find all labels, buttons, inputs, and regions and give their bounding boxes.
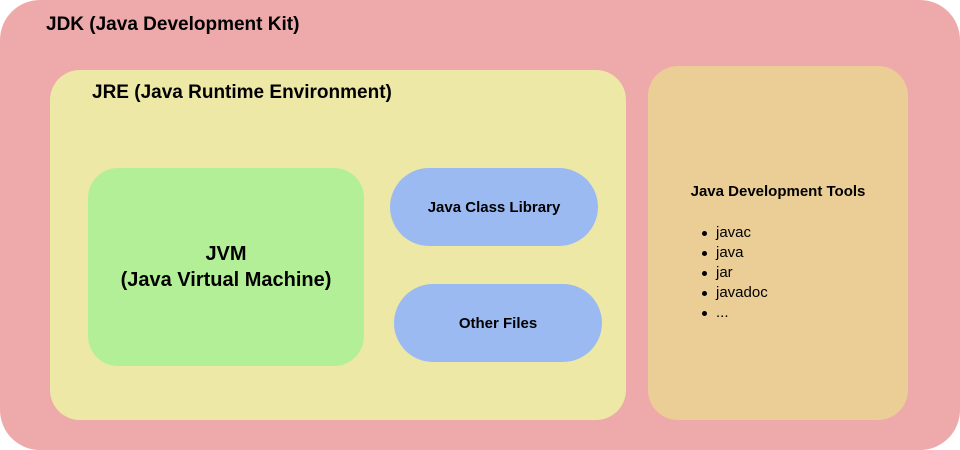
jre-title: JRE (Java Runtime Environment) [92, 82, 392, 103]
list-item: ... [696, 303, 768, 323]
dev-tools-title: Java Development Tools [690, 183, 866, 200]
java-class-library-box: Java Class Library [390, 168, 598, 246]
list-item: javadoc [696, 283, 768, 303]
list-item: jar [696, 263, 768, 283]
jvm-box: JVM (Java Virtual Machine) [88, 168, 364, 366]
jvm-label: JVM [205, 243, 247, 265]
list-item: javac [696, 223, 768, 243]
list-item: java [696, 243, 768, 263]
dev-tools-container: Java Development Tools javac java jar ja… [648, 66, 908, 420]
other-files-box: Other Files [394, 284, 602, 362]
jre-container: JRE (Java Runtime Environment) JVM (Java… [50, 70, 626, 420]
jdk-title: JDK (Java Development Kit) [46, 14, 300, 35]
dev-tools-list: javac java jar javadoc ... [696, 223, 768, 323]
jvm-sublabel: (Java Virtual Machine) [120, 269, 332, 291]
